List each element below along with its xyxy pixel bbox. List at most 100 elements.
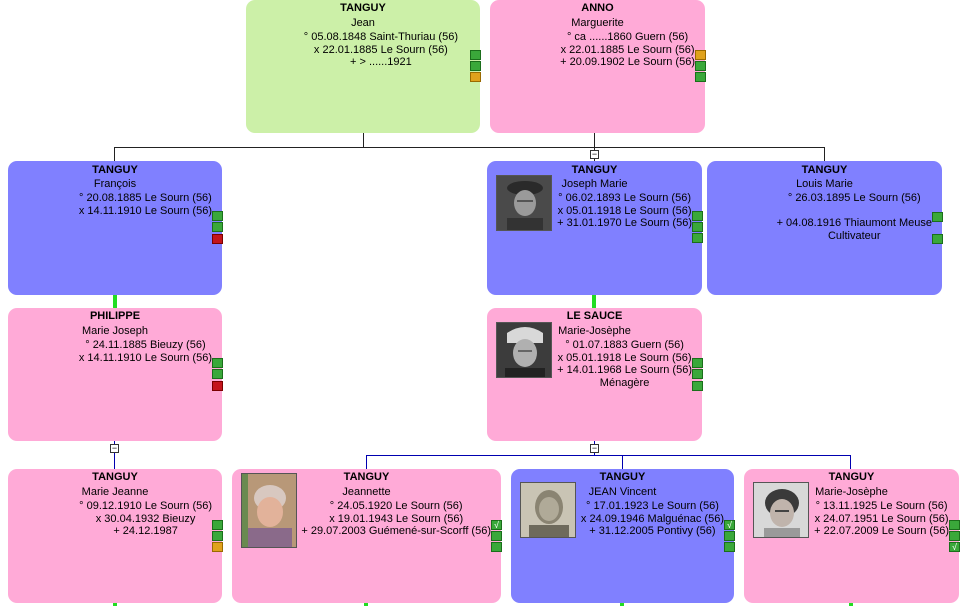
source-indicator-icon[interactable] bbox=[212, 369, 223, 379]
person-card-tanguy-joseph-marie[interactable]: TANGUY Joseph Marie ° 06.02.1893 Le Sour… bbox=[487, 161, 703, 295]
descent-line bbox=[620, 601, 624, 606]
source-indicator-icon[interactable] bbox=[212, 234, 223, 244]
person-photo[interactable] bbox=[753, 482, 809, 538]
child-drop-line bbox=[114, 441, 115, 469]
person-photo[interactable] bbox=[241, 473, 297, 548]
person-given-name: JEAN Vincent bbox=[588, 486, 657, 498]
child-drop-line bbox=[850, 455, 851, 469]
source-indicator-icon[interactable] bbox=[692, 381, 703, 391]
person-given-name: Marie-Josèphe bbox=[558, 325, 631, 337]
person-given-name: Louis Marie bbox=[796, 178, 853, 190]
person-card-tanguy-jean-vincent[interactable]: TANGUY JEAN Vincent ° 17.01.1923 Le Sour… bbox=[511, 469, 735, 603]
person-surname: ANNO bbox=[581, 2, 614, 14]
person-card-le-sauce-marie-josephe[interactable]: LE SAUCE Marie-Josèphe ° 01.07.1883 Guer… bbox=[487, 308, 703, 441]
source-indicator-icon[interactable] bbox=[212, 531, 223, 541]
person-card-tanguy-jean[interactable]: TANGUY Jean ° 05.08.1848 Saint-Thuriau (… bbox=[246, 0, 481, 133]
source-indicator-icon[interactable] bbox=[692, 233, 703, 243]
source-indicator-icon[interactable] bbox=[695, 72, 706, 82]
collapse-toggle[interactable]: − bbox=[110, 443, 119, 453]
source-indicator-icon[interactable] bbox=[724, 531, 735, 541]
birth-line: ° 24.05.1920 Le Sourn (56) bbox=[329, 500, 463, 512]
source-indicator-icon[interactable] bbox=[470, 50, 481, 60]
person-card-tanguy-marie-josephe[interactable]: TANGUY Marie-Josèphe ° 13.11.1925 Le Sou… bbox=[744, 469, 960, 603]
birth-line: ° 24.11.1885 Bieuzy (56) bbox=[85, 339, 206, 351]
person-photo[interactable] bbox=[496, 322, 552, 378]
marriage-line: x 22.01.1885 Le Sourn (56) bbox=[560, 43, 695, 56]
person-surname: PHILIPPE bbox=[89, 310, 141, 322]
couple-drop-line bbox=[594, 133, 595, 148]
person-photo[interactable] bbox=[496, 175, 552, 231]
source-indicator-icon[interactable] bbox=[692, 358, 703, 368]
child-drop-line bbox=[622, 455, 623, 469]
source-indicator-icon[interactable] bbox=[212, 211, 223, 221]
person-card-philippe-marie-joseph[interactable]: PHILIPPE Marie Joseph ° 24.11.1885 Bieuz… bbox=[8, 308, 223, 441]
person-events: ° 13.11.1925 Le Sourn (56) x 24.07.1951 … bbox=[814, 500, 949, 538]
source-indicator-icon[interactable] bbox=[212, 358, 223, 368]
source-indicator-icon[interactable] bbox=[949, 520, 960, 530]
marriage-line: x 22.01.1885 Le Sourn (56) bbox=[313, 43, 448, 56]
person-surname: TANGUY bbox=[92, 471, 138, 483]
person-events: ° 01.07.1883 Guern (56) x 05.01.1918 Le … bbox=[557, 339, 692, 389]
person-card-tanguy-marie-jeanne[interactable]: TANGUY Marie Jeanne ° 09.12.1910 Le Sour… bbox=[8, 469, 223, 603]
person-events: ° 26.03.1895 Le Sourn (56) + 04.08.1916 … bbox=[777, 192, 932, 242]
source-indicator-icon[interactable] bbox=[212, 222, 223, 232]
birth-line: ° 20.08.1885 Le Sourn (56) bbox=[79, 192, 212, 204]
person-given-name: Marie Jeanne bbox=[81, 486, 149, 498]
birth-line: ° 17.01.1923 Le Sourn (56) bbox=[586, 500, 719, 512]
birth-line: ° 26.03.1895 Le Sourn (56) bbox=[787, 192, 921, 204]
source-indicator-icon[interactable] bbox=[692, 369, 703, 379]
source-indicator-icon[interactable] bbox=[932, 234, 943, 244]
couple-drop-line bbox=[363, 133, 364, 148]
descent-line bbox=[113, 601, 117, 606]
source-indicator-icon[interactable] bbox=[695, 61, 706, 71]
person-given-name: Joseph Marie bbox=[561, 178, 628, 190]
source-indicator-icon[interactable] bbox=[949, 531, 960, 541]
descent-line bbox=[592, 295, 596, 308]
source-indicator-icon[interactable] bbox=[470, 72, 481, 82]
source-indicator-icon[interactable] bbox=[724, 542, 735, 552]
source-indicator-icon[interactable] bbox=[212, 520, 223, 530]
person-card-tanguy-francois[interactable]: TANGUY François ° 20.08.1885 Le Sourn (5… bbox=[8, 161, 223, 295]
marriage-line: x 30.04.1932 Bieuzy bbox=[95, 512, 196, 525]
death-line: + 04.08.1916 Thiaumont Meuse bbox=[776, 217, 932, 229]
descent-line bbox=[849, 601, 853, 606]
source-indicator-icon[interactable] bbox=[692, 222, 703, 232]
collapse-toggle[interactable]: − bbox=[590, 149, 599, 159]
source-indicator-icon[interactable] bbox=[470, 61, 481, 71]
person-surname: TANGUY bbox=[343, 471, 390, 483]
person-events: ° 24.05.1920 Le Sourn (56) x 19.01.1943 … bbox=[301, 500, 491, 538]
source-indicator-icon[interactable] bbox=[692, 211, 703, 221]
verified-check-icon[interactable]: √ bbox=[724, 520, 735, 530]
death-line: + 14.01.1968 Le Sourn (56) bbox=[557, 364, 692, 376]
child-drop-line bbox=[824, 147, 825, 161]
source-indicator-icon[interactable] bbox=[491, 542, 502, 552]
birth-line: ° 06.02.1893 Le Sourn (56) bbox=[558, 192, 691, 204]
death-line: + > ......1921 bbox=[350, 56, 412, 68]
source-indicator-icon[interactable] bbox=[491, 531, 502, 541]
child-drop-line bbox=[366, 455, 367, 469]
birth-line: ° 01.07.1883 Guern (56) bbox=[565, 339, 684, 351]
person-given-name: Jeannette bbox=[342, 486, 391, 498]
source-indicator-icon[interactable] bbox=[212, 542, 223, 552]
sibling-link-line bbox=[366, 455, 851, 456]
person-surname: TANGUY bbox=[571, 164, 618, 176]
source-indicator-icon[interactable] bbox=[932, 212, 943, 222]
collapse-toggle[interactable]: − bbox=[590, 443, 599, 453]
person-card-tanguy-louis-marie[interactable]: TANGUY Louis Marie ° 26.03.1895 Le Sourn… bbox=[707, 161, 943, 295]
marriage-line: x 24.07.1951 Le Sourn (56) bbox=[814, 512, 949, 525]
person-surname: TANGUY bbox=[340, 2, 386, 14]
person-photo[interactable] bbox=[520, 482, 576, 538]
person-events: ° 20.08.1885 Le Sourn (56) x 14.11.1910 … bbox=[79, 192, 212, 217]
marriage-line: x 05.01.1918 Le Sourn (56) bbox=[557, 204, 692, 217]
person-card-anno-marguerite[interactable]: ANNO Marguerite ° ca ......1860 Guern (5… bbox=[490, 0, 706, 133]
verified-check-icon[interactable]: √ bbox=[491, 520, 502, 530]
person-card-tanguy-jeannette[interactable]: TANGUY Jeannette ° 24.05.1920 Le Sourn (… bbox=[232, 469, 502, 603]
source-indicator-icon[interactable] bbox=[695, 50, 706, 60]
source-indicator-icon[interactable] bbox=[212, 381, 223, 391]
person-given-name: Jean bbox=[351, 17, 375, 29]
person-surname: TANGUY bbox=[92, 164, 138, 176]
occupation-line: Ménagère bbox=[599, 376, 650, 389]
descent-line bbox=[364, 601, 368, 606]
birth-line: ° 05.08.1848 Saint-Thuriau (56) bbox=[303, 31, 458, 43]
verified-check-icon[interactable]: √ bbox=[949, 542, 960, 552]
